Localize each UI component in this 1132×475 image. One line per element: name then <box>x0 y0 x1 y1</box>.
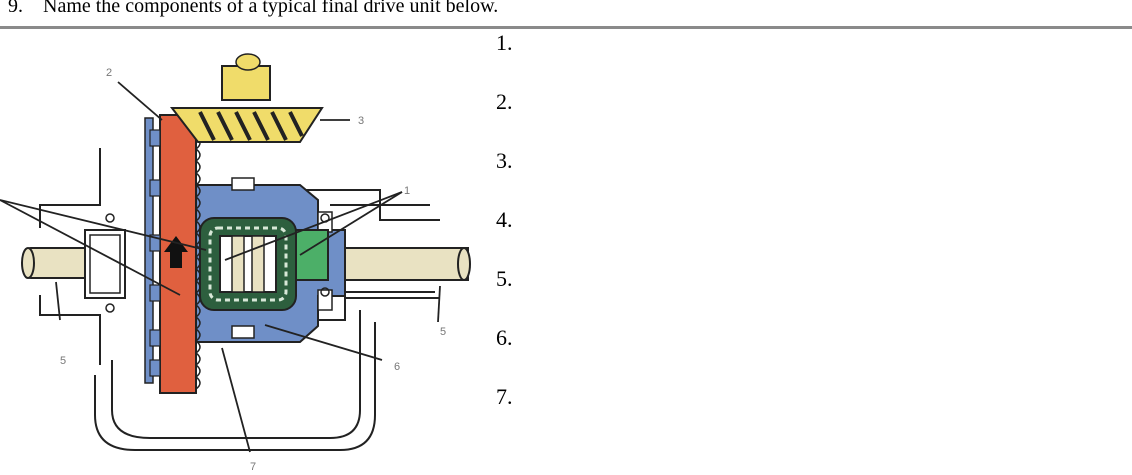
question-heading: 9. Name the components of a typical fina… <box>8 0 498 18</box>
pinion-gear <box>169 53 324 143</box>
callout-6: 6 <box>394 361 400 373</box>
answer-line-4[interactable]: 4. <box>496 207 513 232</box>
answer-line-3[interactable]: 3. <box>496 148 513 173</box>
answer-line-7[interactable]: 7. <box>496 384 513 409</box>
callout-7: 7 <box>250 461 256 473</box>
answer-line-5[interactable]: 5. <box>496 266 513 291</box>
leader-lines <box>0 81 441 453</box>
callout-5-left: 5 <box>60 355 66 367</box>
right-axle <box>329 247 471 281</box>
callout-5-right: 5 <box>440 326 446 338</box>
question-text: Name the components of a typical final d… <box>43 0 499 17</box>
callout-1: 1 <box>404 185 410 197</box>
callout-3: 3 <box>358 115 364 127</box>
question-number: 9. <box>8 0 23 17</box>
differential-gears <box>199 217 297 311</box>
left-bearing <box>84 229 126 299</box>
answer-line-1[interactable]: 1. <box>496 30 513 55</box>
side-gear <box>291 229 329 281</box>
answer-line-6[interactable]: 6. <box>496 325 513 350</box>
answer-line-2[interactable]: 2. <box>496 89 513 114</box>
callout-2: 2 <box>106 67 112 79</box>
final-drive-diagram: 1 2 3 5 5 6 7 <box>0 53 471 473</box>
heading-rule <box>0 26 1132 29</box>
